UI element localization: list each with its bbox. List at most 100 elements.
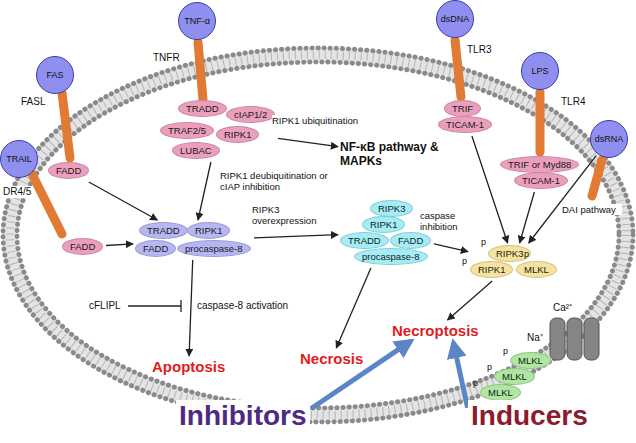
- connector-arrow: [336, 268, 371, 348]
- channel-subunit: [584, 318, 599, 360]
- part-label: Na⁺: [526, 332, 544, 344]
- tlr4-stalk: [536, 92, 545, 152]
- part-label: TLR3: [466, 44, 492, 56]
- node-label: Necrosis: [300, 350, 363, 367]
- connector-arrow: [198, 162, 211, 220]
- mlkl-oligomer: MLKLMLKLMLKL: [480, 352, 552, 402]
- modulator-text: Inhibitors: [176, 400, 310, 432]
- dr-stalk: [32, 174, 62, 234]
- ligand-circle: TRAIL: [0, 140, 38, 178]
- protein-oval: MLKL: [510, 352, 551, 369]
- connector-arrow: [278, 138, 338, 146]
- adaptor-complex: TRIFTICAM-1: [438, 100, 493, 134]
- protein-oval: FADD: [390, 232, 431, 249]
- part-label: TLR4: [560, 96, 586, 108]
- phospho-mark: p: [480, 237, 487, 247]
- adaptor-oval: FADD: [48, 162, 90, 180]
- connector-arrow: [472, 136, 508, 243]
- node-label: LPS: [531, 66, 548, 76]
- protein-oval: FADD: [62, 238, 103, 255]
- edge-label: RIPK1 deubiquitination or cIAP inhibitio…: [220, 170, 340, 192]
- channel-subunit: [550, 318, 565, 360]
- lipid-heads-inner: [17, 62, 619, 408]
- phospho-mark: p: [461, 256, 468, 266]
- connector-arrow: [254, 235, 338, 238]
- complex-one: TRADDcIAP1/2TRAF2/5RIPK1LUBAC: [160, 100, 276, 160]
- ligand-circle: FAS: [36, 56, 74, 94]
- edge-label: caspase inhibition: [420, 210, 475, 232]
- ligand-circle: dsRNA: [590, 120, 628, 158]
- node-label: dsRNA: [595, 134, 624, 144]
- part-label: Ca²⁺: [552, 302, 573, 314]
- connector-arrow: [448, 281, 493, 320]
- part-label: FASL: [20, 96, 46, 108]
- protein-oval: TICAM-1: [438, 116, 492, 133]
- protein-oval: procaspase-8: [354, 248, 428, 265]
- ion-channel: [550, 318, 599, 360]
- inhibition-line: [128, 305, 181, 306]
- protein-oval: TRAF2/5: [160, 122, 214, 139]
- receptor-stalks: [32, 40, 602, 234]
- protein-oval: TRIF or Myd88: [500, 156, 579, 173]
- connector-arrow: [189, 260, 193, 356]
- modulator-text: Inducers: [468, 400, 591, 432]
- node-label: Necroptosis: [392, 322, 479, 339]
- protein-oval: RIPK1: [362, 216, 405, 233]
- protein-oval: procaspase-8: [177, 240, 251, 257]
- node-label: Inducers: [471, 400, 588, 431]
- adaptor-oval: FADD: [62, 238, 104, 256]
- outcome-text: Necrosis: [300, 350, 363, 367]
- part-label: caspase-8 activation: [196, 300, 289, 312]
- protein-oval: RIPK1: [187, 222, 230, 239]
- protein-oval: RIPK1: [470, 261, 513, 278]
- edge-label: RIPK1 ubiquitination: [272, 115, 372, 126]
- protein-oval: TRADD: [178, 100, 227, 117]
- protein-oval: MLKL: [516, 261, 557, 278]
- part-label: cFLIPL: [88, 300, 122, 312]
- necroptosome-complex: RIPK3RIPK1MLKL: [470, 245, 558, 279]
- cflip-inhibition: [128, 300, 181, 312]
- outcome-text: Apoptosis: [152, 358, 225, 375]
- phospho-mark: p: [502, 346, 509, 356]
- protein-oval: MLKL: [494, 368, 535, 385]
- inhibition-bar: [180, 300, 181, 312]
- node-label: NF-κB pathway & MAPKs: [340, 140, 439, 168]
- lipid-heads-outer: [3, 48, 633, 422]
- adaptor-complex: TRIF or Myd88TICAM-1: [500, 156, 580, 190]
- protein-oval: TRADD: [139, 222, 188, 239]
- node-label: TNF-α: [184, 16, 210, 26]
- pathway-text: NF-κB pathway & MAPKs: [340, 140, 440, 168]
- protein-oval: TICAM-1: [514, 172, 568, 189]
- connector-arrow: [520, 192, 535, 243]
- part-label: DR4/5: [2, 186, 32, 198]
- node-label: TRAIL: [6, 154, 32, 164]
- node-label: dsDNA: [441, 14, 470, 24]
- dsrna-receptor-stalk: [592, 160, 602, 196]
- ligand-circle: TNF-α: [178, 2, 216, 40]
- necrosome-complex: RIPK3RIPK1TRADDFADDprocaspase-8: [340, 200, 432, 266]
- lipid-tails: [10, 55, 626, 415]
- edge-label: RIPK3 overexpression: [252, 204, 332, 226]
- protein-oval: RIPK1: [216, 126, 259, 143]
- protein-oval: cIAP1/2: [226, 106, 275, 123]
- protein-oval: TRIF: [444, 100, 481, 117]
- phospho-mark: p: [486, 362, 493, 372]
- connector-arrow: [106, 244, 133, 246]
- protein-oval: RIPK3: [370, 200, 413, 217]
- node-label: Apoptosis: [152, 358, 225, 375]
- protein-oval: TRADD: [340, 232, 389, 249]
- protein-oval: FADD: [135, 240, 176, 257]
- tnfr-stalk: [198, 42, 203, 100]
- fas-stalk: [62, 93, 70, 158]
- connector-arrow: [89, 182, 158, 220]
- complex-two: TRADDRIPK1FADDprocaspase-8: [135, 222, 252, 258]
- channel-subunit: [567, 318, 582, 360]
- membrane-band: [10, 55, 626, 415]
- ligand-circle: dsDNA: [436, 0, 474, 38]
- edge-label: DAI pathway: [562, 204, 622, 215]
- modulator-arrow: [453, 342, 467, 408]
- protein-oval: LUBAC: [172, 142, 220, 159]
- phospho-mark: p: [523, 249, 530, 259]
- ligand-circle: LPS: [521, 52, 559, 90]
